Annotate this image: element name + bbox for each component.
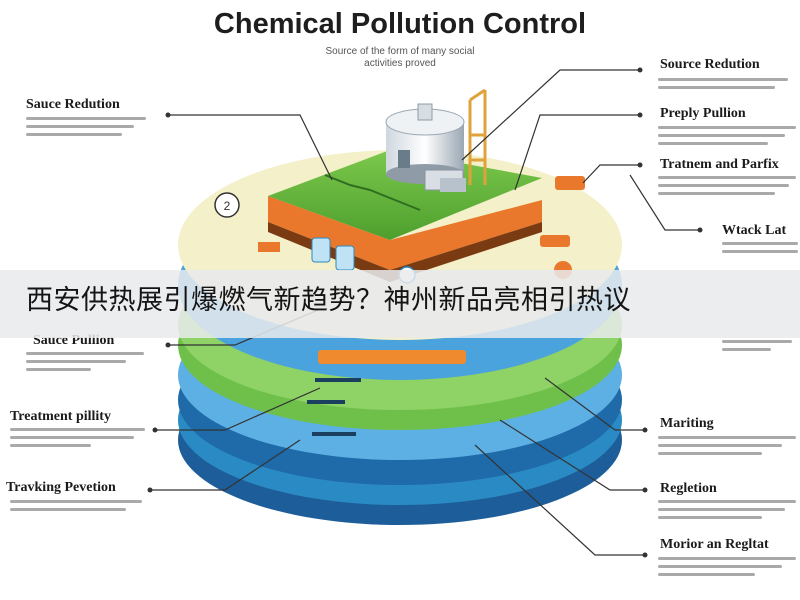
layer-tags (307, 350, 466, 436)
label-right-3-text (658, 176, 796, 200)
layer-tag-1 (315, 378, 361, 382)
label-left-3-text (10, 428, 145, 452)
layer-tag-3 (312, 432, 356, 436)
label-right-6-text (658, 500, 796, 524)
overlay-banner-text: 西安供热展引爆燃气新趋势？神州新品亮相引热议 (26, 285, 631, 316)
tank-door (398, 150, 410, 168)
label-right-1-text (658, 78, 788, 94)
label-right-7-text (658, 557, 796, 581)
brick-icon-2 (540, 235, 570, 247)
label-right-4: Wtack Lat (722, 223, 787, 238)
label-right-5: Mariting (660, 416, 714, 431)
machine-box-2 (440, 178, 466, 192)
platform-side-orange (268, 196, 542, 270)
pipe-line (324, 174, 421, 211)
label-right-5-text (658, 436, 796, 460)
overlay-banner (0, 270, 800, 338)
barrel-icon-2 (335, 245, 355, 271)
label-right-4-text (722, 242, 798, 258)
label-left-3: Treatment pillity (10, 409, 111, 424)
label-right-3: Tratnem and Parfix (660, 157, 779, 172)
label-right-2: Preply Pullion (660, 106, 746, 121)
platform-top (268, 150, 542, 240)
label-right-1: Source Redution (660, 57, 760, 72)
label-right-2-text (658, 126, 796, 150)
side-pipe (555, 176, 585, 190)
label-left-1-text (26, 117, 146, 141)
gauge-icon (214, 192, 240, 218)
label-right-hidden-text (722, 340, 792, 356)
orange-tag (318, 350, 466, 364)
diagram-subtitle: Source of the form of many social activi… (325, 46, 475, 69)
label-left-2-text (26, 352, 144, 376)
svg-text:2: 2 (224, 199, 231, 213)
label-right-6: Regletion (660, 481, 717, 496)
crane-structure (468, 88, 487, 185)
brick-icon-1 (258, 242, 280, 252)
label-left-4: Travking Pevetion (6, 480, 116, 495)
callout-dots (147, 67, 703, 558)
layer-tag-2 (307, 400, 345, 404)
barrel-icon-1 (311, 237, 331, 263)
label-left-1: Sauce Redution (26, 97, 120, 112)
label-left-4-text (10, 500, 142, 516)
tank-vent (417, 103, 433, 121)
callout-lines (150, 69, 700, 556)
label-right-7: Morior an Regltat (660, 537, 769, 552)
diagram-title: Chemical Pollution Control (213, 8, 587, 40)
